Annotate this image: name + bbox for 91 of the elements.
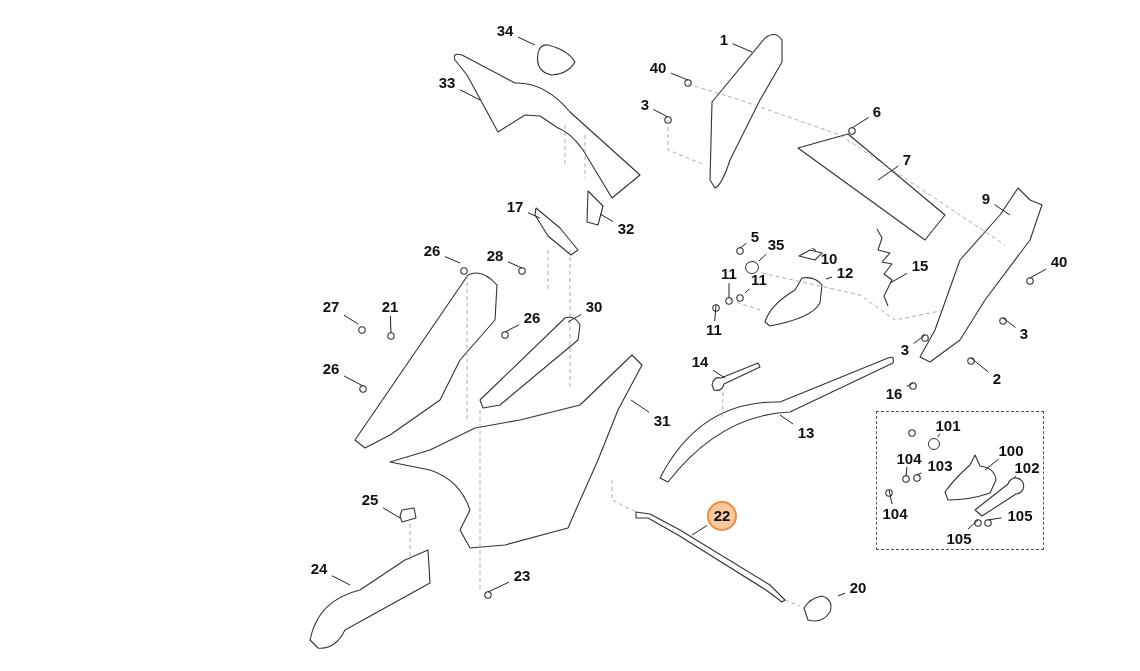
callout-number: 13: [793, 424, 819, 442]
leader-line: [343, 375, 364, 387]
callout-number: 7: [898, 151, 916, 169]
callout-number: 26: [318, 360, 344, 378]
callout-number: 32: [613, 220, 639, 238]
callout-number: 5: [746, 228, 764, 246]
callout-number: 105: [1002, 507, 1038, 525]
leader-line: [905, 466, 908, 477]
leader-line: [712, 369, 726, 379]
leader-line: [1013, 475, 1017, 479]
leader-line: [937, 433, 941, 438]
leader-line: [389, 315, 392, 334]
callout-number: 35: [763, 236, 789, 254]
callout-number: 28: [482, 247, 508, 265]
callout-number: 21: [377, 298, 403, 316]
leader-line: [877, 165, 899, 181]
callout-number: 2: [988, 370, 1006, 388]
leader-line: [691, 525, 708, 536]
callout-number: 1: [715, 31, 733, 49]
callout-number: 24: [306, 560, 332, 578]
leader-line: [1029, 268, 1047, 279]
leader-line: [851, 116, 869, 129]
callout-number: 40: [1046, 253, 1072, 271]
leader-line: [779, 414, 794, 425]
leader-line: [1002, 317, 1016, 328]
leader-line: [987, 517, 1002, 521]
leader-line: [825, 276, 833, 280]
callout-number: 11: [701, 321, 727, 339]
callout-number: 11: [716, 265, 742, 283]
leader-line: [459, 89, 481, 101]
callout-number: 22: [707, 501, 737, 531]
leader-line: [916, 472, 922, 476]
callout-number: 23: [509, 567, 535, 585]
leader-line: [714, 304, 717, 322]
leader-line: [331, 575, 351, 586]
callout-number: 17: [502, 198, 528, 216]
callout-number: 14: [687, 353, 713, 371]
leader-line: [653, 108, 669, 118]
callout-number: 16: [881, 385, 907, 403]
callout-number: 31: [649, 412, 675, 430]
callout-number: 101: [930, 417, 966, 435]
leader-line: [728, 282, 730, 299]
callout-number: 27: [318, 298, 344, 316]
leader-line: [567, 314, 582, 323]
leader-line: [732, 43, 753, 53]
leader-line: [889, 272, 908, 284]
callout-number: 9: [977, 190, 995, 208]
leader-line: [744, 288, 750, 294]
callout-number: 3: [1015, 325, 1033, 343]
leader-line: [670, 72, 689, 81]
leader-line: [382, 507, 401, 519]
leader-line: [527, 212, 541, 219]
callout-number: 30: [581, 298, 607, 316]
leader-line: [994, 204, 1011, 216]
callout-number: 3: [896, 341, 914, 359]
leader-line: [504, 324, 520, 333]
leader-line: [507, 261, 523, 269]
callout-number: 34: [492, 22, 518, 40]
callout-number: 26: [519, 309, 545, 327]
callout-number: 33: [434, 74, 460, 92]
leader-line: [487, 581, 510, 593]
leader-line: [343, 314, 359, 325]
callout-number: 3: [636, 96, 654, 114]
leader-line: [444, 256, 461, 264]
leader-line: [630, 399, 650, 413]
callout-number: 26: [419, 242, 445, 260]
leader-line: [837, 592, 846, 597]
callout-number: 40: [645, 59, 671, 77]
leader-line: [517, 36, 536, 46]
leader-line: [758, 253, 767, 262]
nut-part: [745, 261, 759, 274]
leader-line: [967, 519, 979, 530]
callout-number: 20: [845, 579, 871, 597]
callout-number: 102: [1009, 459, 1045, 477]
leader-line: [811, 247, 817, 252]
leader-line: [888, 489, 893, 505]
callout-number: 100: [993, 442, 1029, 460]
nut-part: [928, 438, 940, 450]
leader-line: [906, 382, 914, 387]
callout-number: 105: [941, 530, 977, 548]
callout-number: 15: [907, 257, 933, 275]
leader-line: [970, 357, 989, 373]
dashed-group-frame: [876, 411, 1044, 550]
callout-number: 25: [357, 491, 383, 509]
callout-number: 11: [746, 271, 772, 289]
leader-line: [739, 242, 747, 249]
callout-number: 6: [868, 103, 886, 121]
leader-line: [599, 213, 614, 222]
leader-line: [984, 458, 1000, 471]
leader-line: [913, 334, 926, 345]
callout-number: 104: [877, 505, 913, 523]
